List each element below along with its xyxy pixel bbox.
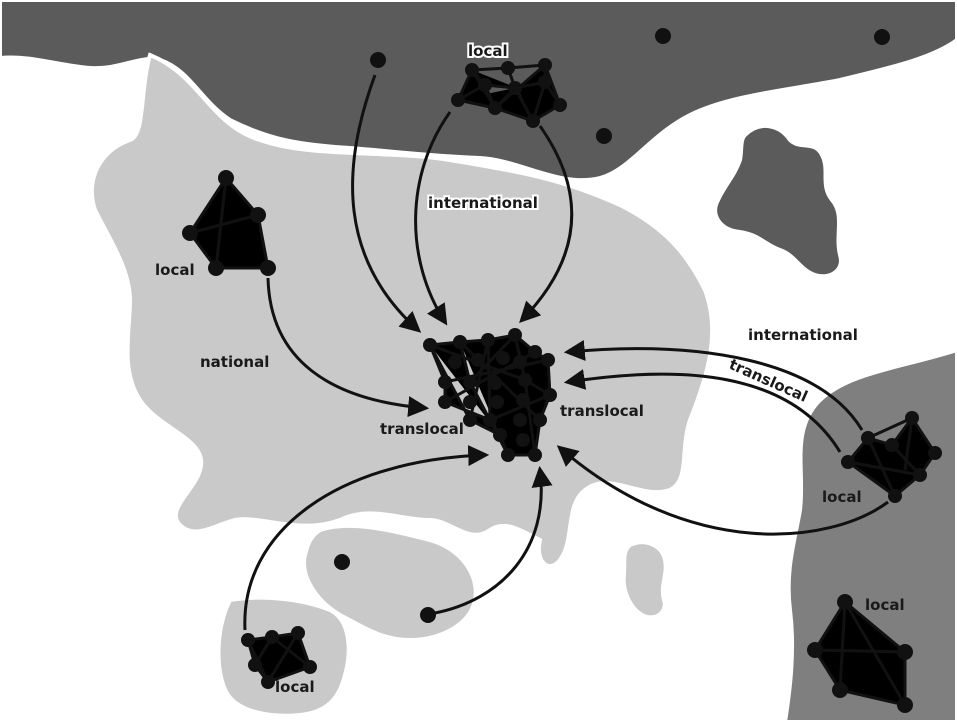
arrow-international-east <box>563 340 864 431</box>
central-light-region <box>89 52 715 569</box>
labels: local international local national trans… <box>155 40 905 696</box>
arrow-international-right <box>519 125 574 324</box>
central-translocal-hub <box>423 328 557 462</box>
arrow-translocal-east <box>563 369 842 453</box>
arrow-national <box>266 277 430 418</box>
arrow-international-left <box>414 111 452 326</box>
lone-node <box>874 29 890 45</box>
label-local-east: local <box>822 488 862 506</box>
label-translocal-right: translocal <box>560 402 644 420</box>
arrow-southwest-to-hub <box>243 445 490 631</box>
label-local-southeast: local <box>865 596 905 614</box>
small-southern-island <box>621 540 668 620</box>
lone-node <box>596 128 612 144</box>
label-national: national <box>200 353 269 371</box>
arrow-local-east <box>556 445 889 536</box>
west-local-cluster <box>182 170 276 276</box>
lone-node <box>370 52 386 68</box>
east-local-cluster <box>841 411 942 503</box>
lone-nodes <box>334 28 890 623</box>
southeast-local-cluster <box>807 594 913 713</box>
label-local-north: local <box>468 42 508 60</box>
flow-arrows <box>243 74 889 631</box>
label-translocal-left: translocal <box>380 420 464 438</box>
label-local-southwest: local <box>275 678 315 696</box>
label-local-west: local <box>155 261 195 279</box>
arrow-lone-to-hub <box>351 74 422 333</box>
arrow-south-to-hub <box>434 465 553 615</box>
north-local-cluster <box>451 58 567 128</box>
northeast-island <box>713 124 843 279</box>
label-translocal-east: translocal <box>726 355 810 406</box>
label-international-east: international <box>748 326 858 344</box>
lone-node <box>655 28 671 44</box>
lone-node <box>334 554 350 570</box>
southwest-local-cluster <box>241 626 317 689</box>
lone-node <box>420 607 436 623</box>
label-international-north: international <box>428 194 538 212</box>
